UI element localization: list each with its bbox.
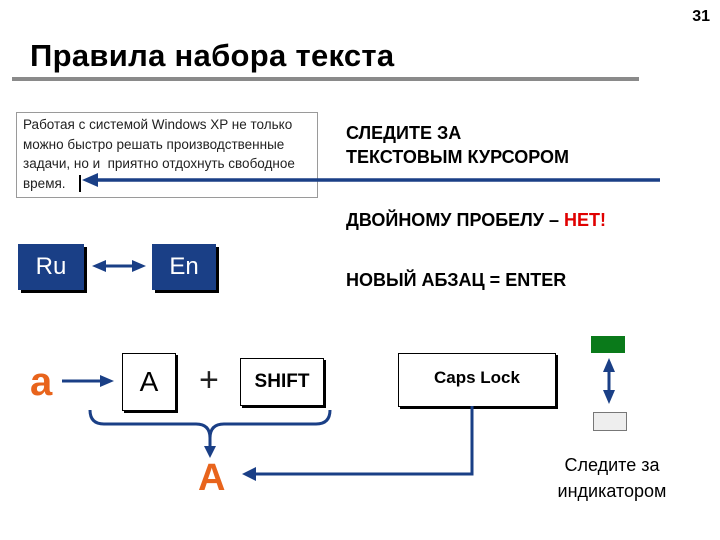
text-line: задачи, но и приятно отдохнуть свободное — [23, 156, 295, 171]
en-layout-key[interactable]: En — [152, 244, 216, 290]
indicator-note-line: Следите за — [564, 455, 660, 475]
capslock-to-a-arrow-head — [242, 467, 256, 481]
title-underline — [12, 77, 639, 81]
text-line: можно быстро решать производственные — [23, 136, 285, 152]
indicator-toggle-arrow-head-down — [603, 390, 615, 404]
text-line: время. — [23, 175, 66, 191]
capslock-to-a-arrow — [256, 406, 474, 476]
cursor-note-line: ТЕКСТОВЫМ КУРСОРОМ — [346, 147, 569, 167]
new-paragraph-note: НОВЫЙ АБЗАЦ = ENTER — [346, 270, 567, 290]
caps-lock-key[interactable]: Caps Lock — [398, 353, 556, 407]
brace-down-arrow-head — [204, 446, 216, 458]
curly-brace — [88, 409, 332, 439]
a-to-key-arrow-head — [100, 375, 114, 387]
slide-number: 31 — [692, 8, 710, 25]
shift-key[interactable]: SHIFT — [240, 358, 324, 406]
a-key[interactable]: A — [122, 353, 176, 411]
indicator-note-line: индикатором — [557, 481, 667, 501]
indicator-toggle-arrow-head-up — [603, 358, 615, 372]
layout-switch-arrow-head-right — [132, 260, 146, 272]
indicator-note: Следите за индикатором — [532, 452, 692, 504]
double-space-no: НЕТ! — [564, 210, 606, 230]
cursor-note-line: СЛЕДИТЕ ЗА — [346, 123, 462, 143]
uppercase-a-result: A — [198, 457, 226, 499]
text-cursor — [79, 175, 81, 192]
cursor-arrow-head — [82, 173, 98, 187]
caps-indicator-on — [591, 336, 625, 353]
layout-switch-arrow-head-left — [92, 260, 106, 272]
cursor-note: СЛЕДИТЕ ЗА ТЕКСТОВЫМ КУРСОРОМ — [346, 121, 569, 169]
plus-sign: + — [199, 361, 219, 399]
double-space-text: ДВОЙНОМУ ПРОБЕЛУ – — [346, 210, 564, 230]
double-space-note: ДВОЙНОМУ ПРОБЕЛУ – НЕТ! — [346, 208, 606, 232]
lowercase-a-letter: a — [30, 360, 53, 404]
text-editor-sample[interactable]: Работая с системой Windows XP не только … — [16, 112, 318, 198]
text-line: Работая с системой Windows XP не только — [23, 117, 293, 132]
slide-title: Правила набора текста — [30, 38, 395, 73]
text-editor-content: Работая с системой Windows XP не только … — [23, 115, 317, 193]
caps-indicator-off — [593, 412, 627, 431]
ru-layout-key[interactable]: Ru — [18, 244, 84, 290]
